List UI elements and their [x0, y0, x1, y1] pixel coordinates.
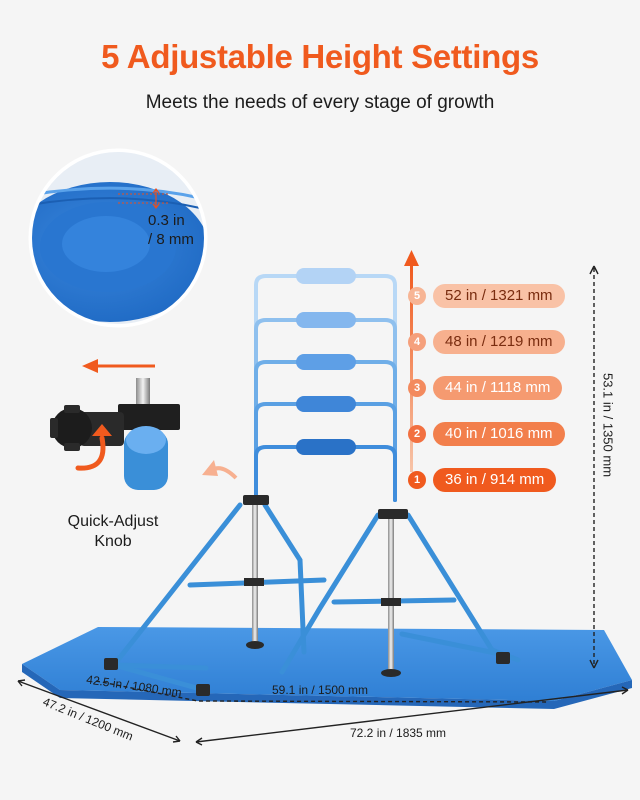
height-setting-number: 2 — [408, 425, 426, 443]
mat-width-dimension: 72.2 in / 1835 mm — [350, 726, 447, 740]
height-setting-label: 36 in / 914 mm — [433, 468, 557, 492]
thickness-inches: 0.3 in — [148, 212, 185, 229]
slide-arrow — [82, 359, 155, 373]
knob-label: Quick-Adjust Knob — [48, 512, 178, 552]
height-setting-number: 1 — [408, 471, 426, 489]
total-height-dimension: 53.1 in / 1350 mm — [600, 372, 616, 478]
thickness-mm: / 8 mm — [148, 231, 194, 248]
height-setting-number: 4 — [408, 333, 426, 351]
page-title: 5 Adjustable Height Settings — [101, 38, 539, 75]
rotation-arrow — [75, 435, 106, 471]
height-setting-label: 44 in / 1118 mm — [433, 376, 563, 400]
height-arrow — [404, 250, 419, 472]
height-bars — [254, 274, 397, 502]
height-setting-number: 3 — [408, 379, 426, 397]
mat-thickness-label: 0.3 in / 8 mm — [148, 211, 194, 249]
height-setting-label: 52 in / 1321 mm — [433, 284, 565, 308]
mat-roll-detail — [28, 148, 208, 328]
base-width-dimension: 59.1 in / 1500 mm — [272, 683, 369, 697]
knob-detail — [50, 378, 180, 490]
height-setting-number: 5 — [408, 287, 426, 305]
foam-grips — [296, 268, 356, 455]
knob-label-line2: Knob — [94, 533, 132, 550]
bar-frame — [104, 495, 521, 696]
height-setting-label: 40 in / 1016 mm — [433, 422, 565, 446]
pointer-arrow — [202, 460, 238, 480]
knob-label-line1: Quick-Adjust — [67, 513, 159, 530]
page-subtitle: Meets the needs of every stage of growth — [145, 92, 495, 113]
height-setting-label: 48 in / 1219 mm — [433, 330, 565, 354]
dimension-lines — [17, 265, 629, 746]
